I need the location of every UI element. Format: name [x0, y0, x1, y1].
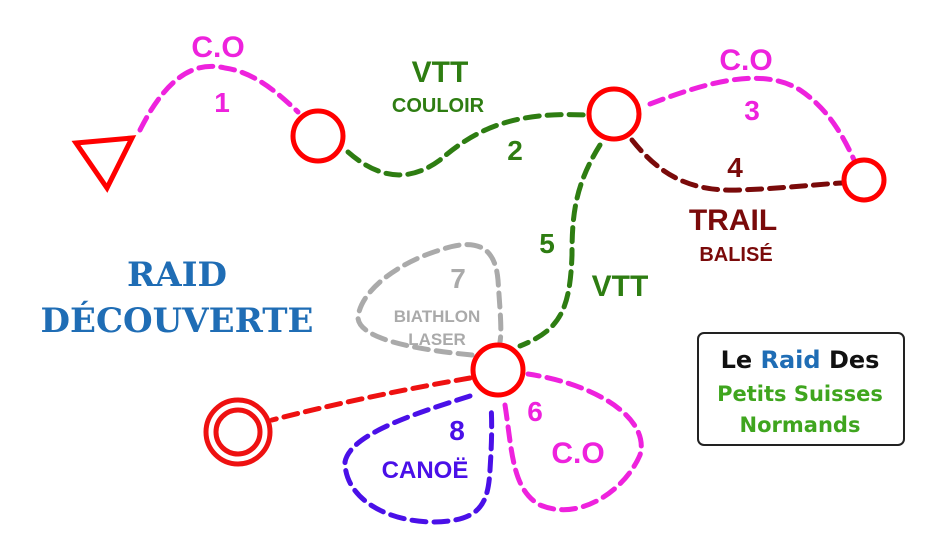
leg-2-label: VTT — [412, 56, 469, 89]
leg-5-path — [517, 142, 603, 349]
leg-3-label: C.O — [719, 44, 772, 77]
leg-2-sub: COULOIR — [392, 95, 485, 117]
leg-6-loop — [502, 371, 644, 513]
finish-double-circle-icon — [203, 397, 273, 467]
leg-6-number: 6 — [527, 396, 543, 427]
leg-5-number: 5 — [539, 228, 555, 259]
logo-word-raid: Raid — [761, 346, 821, 374]
logo-word-des: Des — [829, 346, 879, 374]
raid-logo: Le Raid Des Petits Suisses Normands — [697, 332, 905, 446]
leg-7-number: 7 — [450, 263, 466, 294]
logo-line-2: Petits Suisses — [717, 382, 883, 406]
start-triangle-icon — [71, 135, 137, 193]
leg-7-loop — [355, 242, 504, 358]
leg-8-number: 8 — [449, 415, 465, 446]
leg-5-label: VTT — [592, 270, 649, 303]
checkpoint-hub — [470, 342, 526, 398]
title-line-1: RAID — [127, 255, 227, 295]
leg-4-label: TRAIL — [689, 204, 777, 237]
leg-1-label: C.O — [191, 31, 244, 64]
leg-7-sub: LASER — [408, 330, 466, 349]
leg-8-loop — [342, 393, 495, 525]
leg-4-number: 4 — [727, 152, 743, 183]
leg-1-path — [137, 63, 301, 133]
logo-word-le: Le — [721, 346, 753, 374]
finish-path — [269, 375, 473, 423]
checkpoint-2 — [586, 86, 642, 142]
leg-6-label: C.O — [551, 437, 604, 470]
leg-2-number: 2 — [507, 135, 523, 166]
leg-3-path — [647, 75, 858, 165]
leg-7-label: BIATHLON — [394, 307, 481, 326]
leg-2-path — [345, 112, 588, 178]
leg-1-number: 1 — [214, 87, 230, 118]
checkpoint-1 — [290, 108, 346, 164]
checkpoint-3 — [841, 157, 887, 203]
leg-8-label: CANOË — [382, 457, 469, 484]
leg-4-sub: BALISÉ — [699, 243, 772, 266]
title-line-2: DÉCOUVERTE — [41, 300, 314, 341]
svg-text:Le Raid Des: Le Raid Des — [721, 346, 880, 374]
leg-4-path — [629, 137, 845, 193]
logo-line-3: Normands — [740, 413, 861, 437]
leg-3-number: 3 — [744, 95, 760, 126]
